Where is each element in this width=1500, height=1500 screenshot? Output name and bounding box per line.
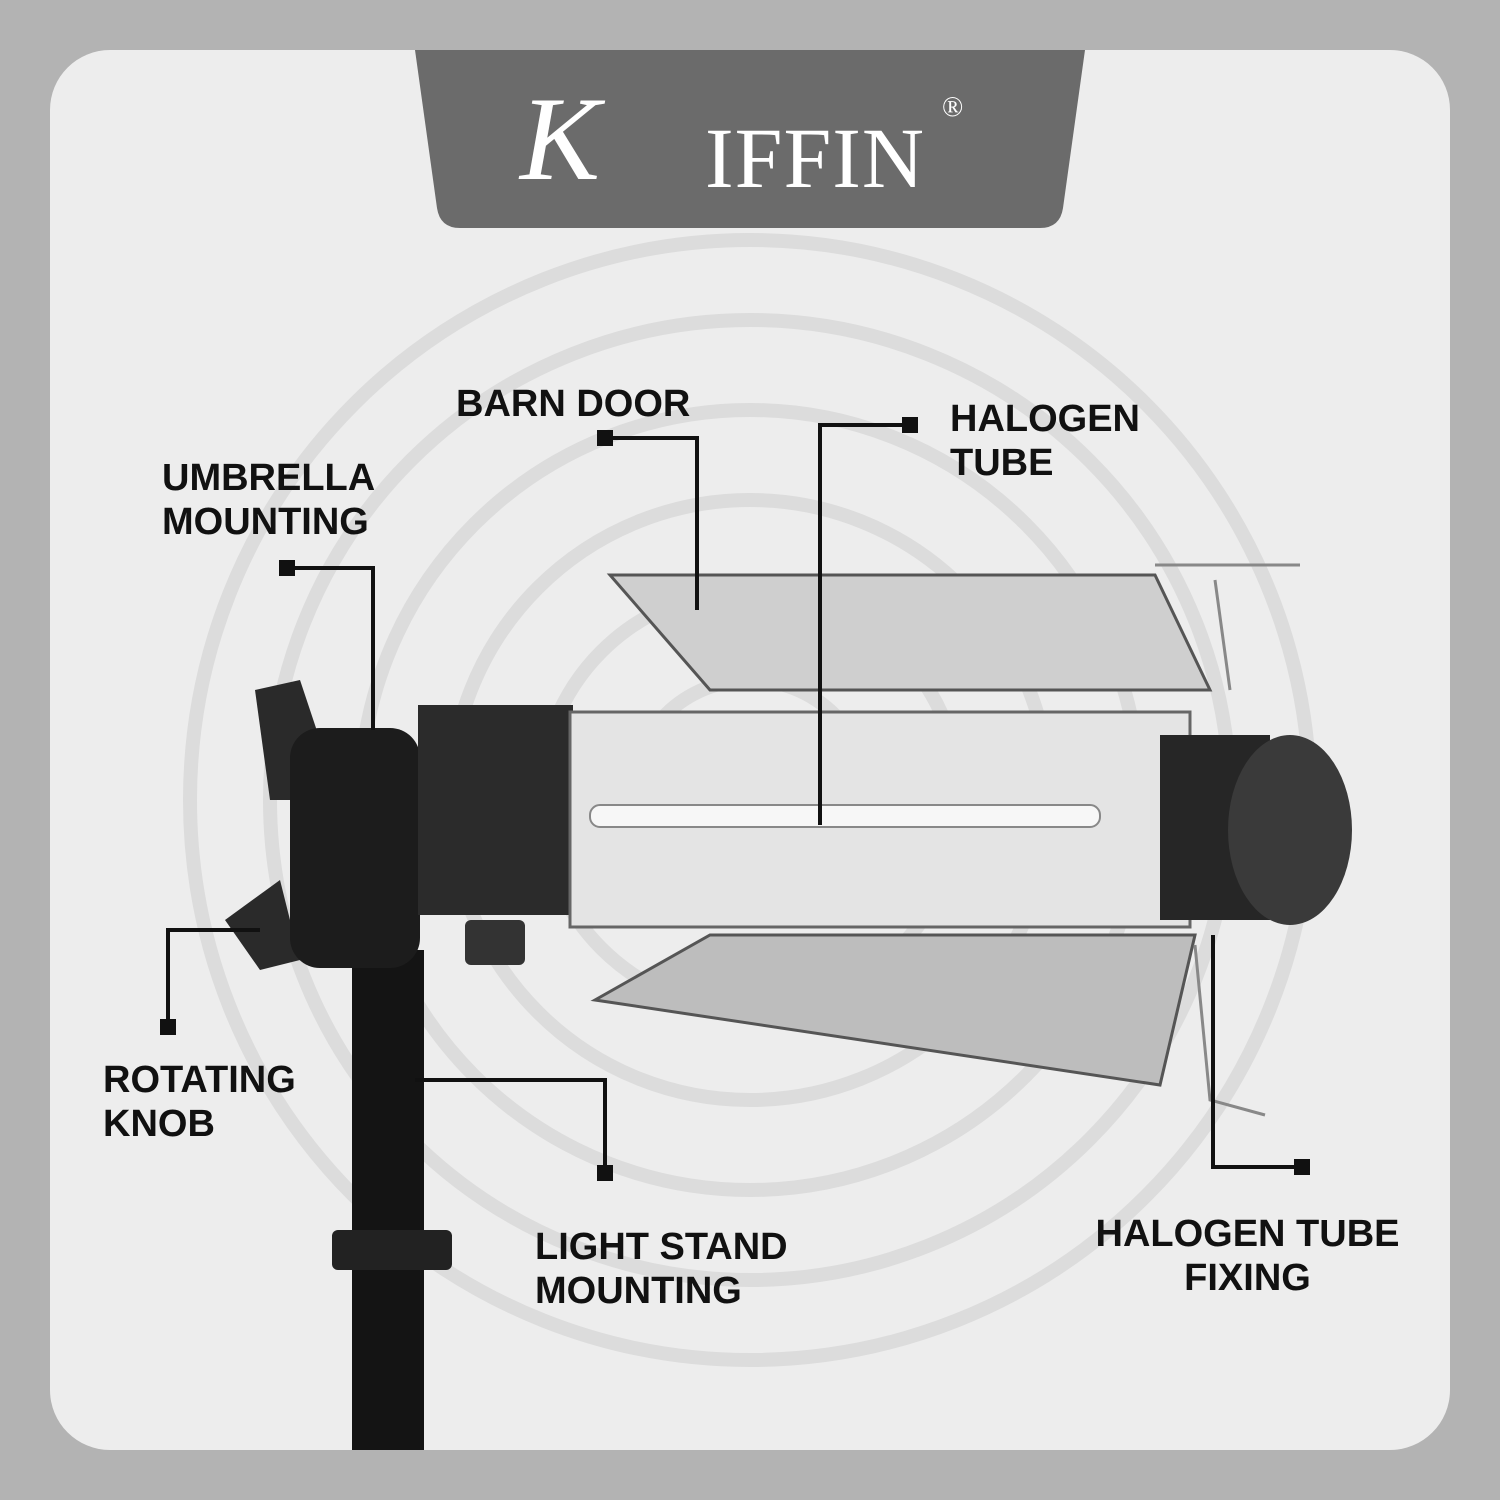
- fixing-knob: [1228, 735, 1352, 925]
- brand-banner: [415, 50, 1085, 228]
- label-umbrella-mounting: UMBRELLA MOUNTING: [162, 457, 376, 543]
- label-halogen-tube: HALOGEN TUBE: [950, 398, 1140, 484]
- label-light-stand-mounting: LIGHT STAND MOUNTING: [535, 1226, 788, 1312]
- logo-initial: K: [520, 72, 601, 205]
- registered-mark: ®: [942, 92, 964, 123]
- callout-lines: [166, 423, 1302, 1173]
- lamp-head: [225, 563, 1352, 1117]
- rotating-knob: [225, 880, 300, 970]
- callout-markers: [160, 417, 1310, 1181]
- light-stand: [332, 950, 452, 1450]
- logo-text: IFFIN: [705, 110, 926, 206]
- label-halogen-tube-fixing: HALOGEN TUBE FIXING: [1095, 1213, 1400, 1299]
- barn-door-bottom: [590, 933, 1197, 1087]
- barn-door-top: [606, 573, 1213, 692]
- label-rotating-knob: ROTATING KNOB: [103, 1059, 296, 1145]
- halogen-tube: [589, 804, 1101, 828]
- label-barn-door: BARN DOOR: [456, 383, 691, 425]
